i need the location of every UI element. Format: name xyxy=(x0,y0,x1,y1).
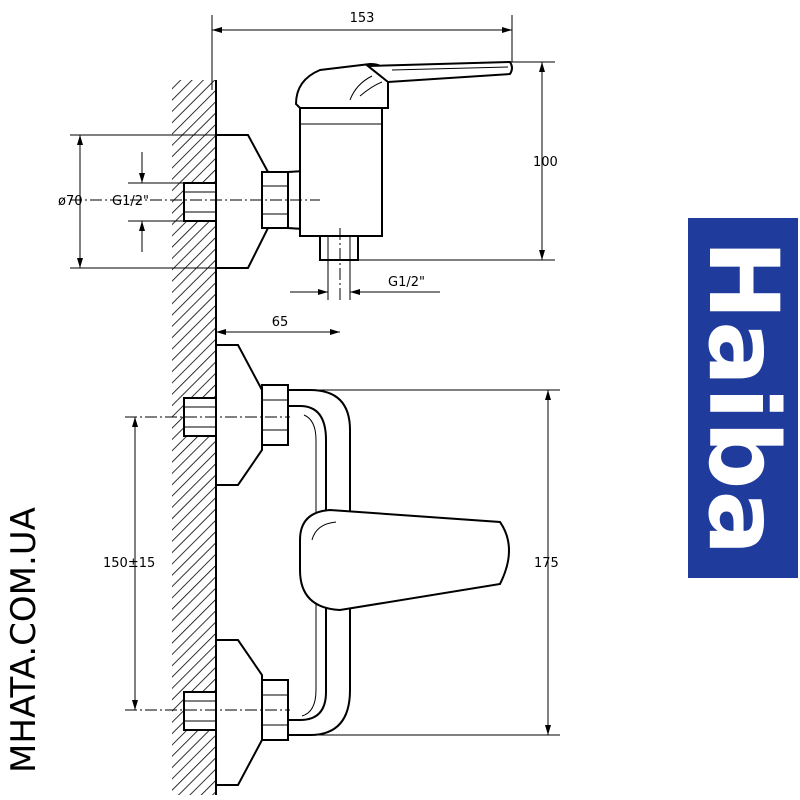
dim-wall-to-outlet: 65 xyxy=(272,315,289,330)
dim-wall-thread: G1/2" xyxy=(112,194,149,209)
dim-center-distance: 150±15 xyxy=(103,556,155,571)
brand-logo-box xyxy=(688,218,798,578)
brand-logo-text: Haiba xyxy=(687,239,799,557)
dim-overall-width: 153 xyxy=(350,11,375,26)
dim-flange-diameter: ø70 xyxy=(58,194,83,209)
dim-outlet-thread: G1/2" xyxy=(388,275,425,290)
side-view xyxy=(70,60,513,300)
front-view xyxy=(125,344,510,786)
watermark-text: MHATA.COM.UA xyxy=(4,507,44,773)
dim-front-height: 175 xyxy=(534,556,559,571)
dim-overall-height: 100 xyxy=(533,155,558,170)
dimensions: 153 100 ø70 G1/2" G1/2" 6 xyxy=(58,11,560,736)
